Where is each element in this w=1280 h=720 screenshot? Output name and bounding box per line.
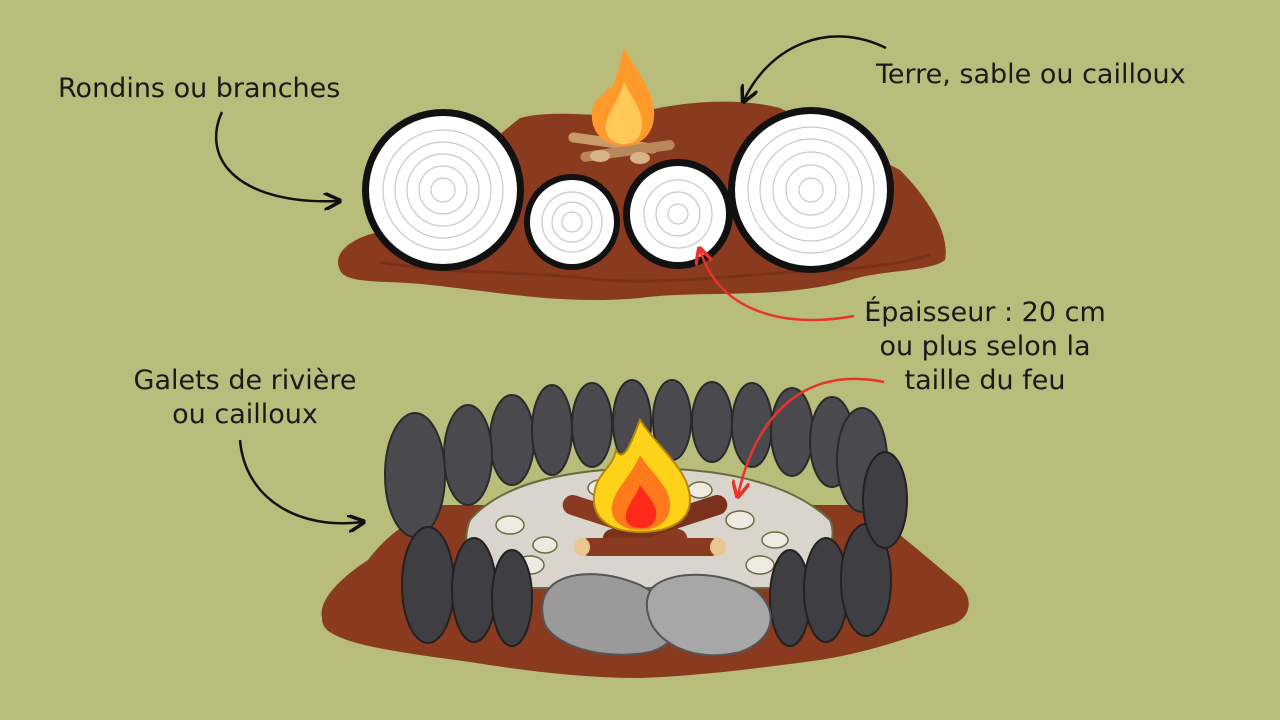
label-stones: Galets de rivière ou cailloux (110, 364, 380, 432)
river-stone-icon (401, 451, 908, 647)
label-stones-line2: ou cailloux (172, 399, 318, 430)
small-campfire-icon (568, 48, 675, 164)
label-logs: Rondins ou branches (58, 73, 341, 104)
boulder-icon (541, 573, 772, 657)
log-fire-pit (338, 48, 946, 301)
arrow-logs (214, 111, 338, 201)
label-stones-line1: Galets de rivière (133, 365, 357, 396)
label-soil: Terre, sable ou cailloux (876, 59, 1186, 90)
campfire-icon (562, 417, 728, 556)
stone-fire-pit (321, 379, 969, 678)
label-thickness-line1: Épaisseur : 20 cm (864, 297, 1106, 328)
log-cross-section-icon (623, 159, 733, 269)
arrow-thickness-top (700, 250, 855, 322)
arrow-soil (744, 35, 887, 100)
log-cross-section-icon (524, 174, 620, 270)
river-stone-icon (384, 379, 888, 538)
arrow-stones (238, 439, 362, 523)
arrow-thickness-bottom (738, 377, 885, 495)
log-cross-section-icon (728, 107, 894, 273)
label-thickness-line2: ou plus selon la (879, 331, 1091, 362)
log-cross-section-icon (362, 109, 524, 271)
label-thickness: Épaisseur : 20 cm ou plus selon la taill… (850, 296, 1120, 398)
label-thickness-line3: taille du feu (904, 365, 1066, 396)
